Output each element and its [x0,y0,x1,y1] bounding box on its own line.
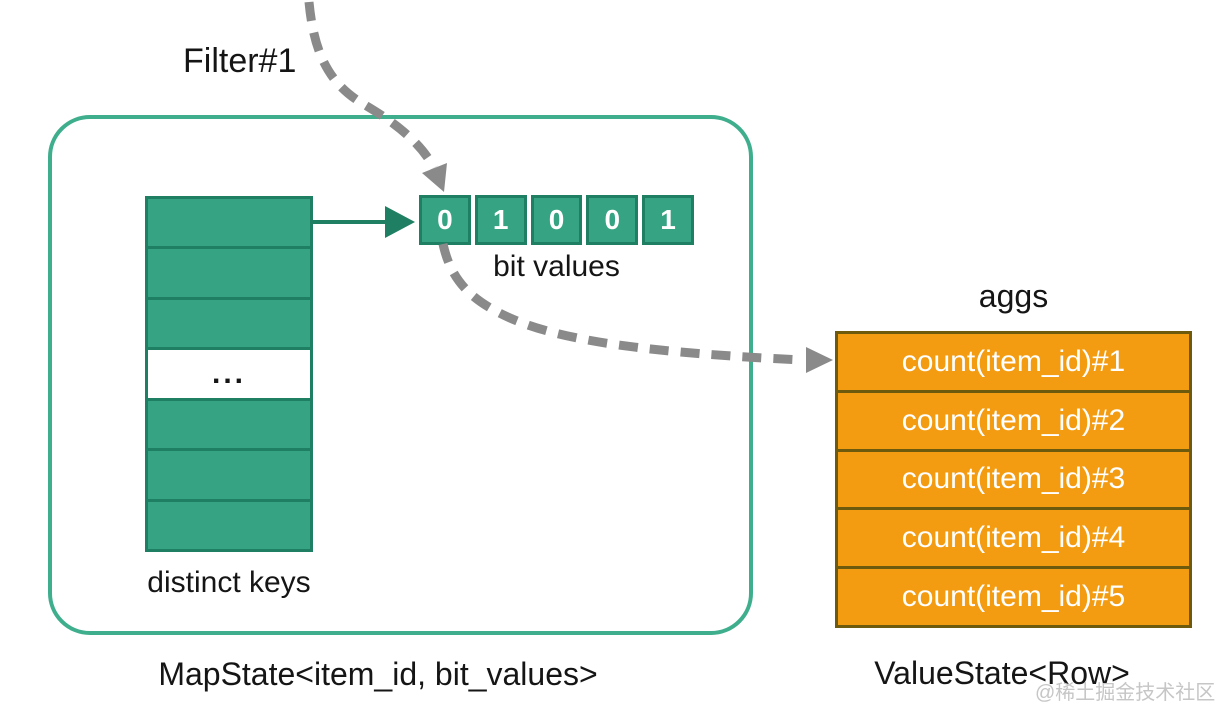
watermark: @稀土掘金技术社区 [1035,682,1216,704]
bit-cell: 1 [642,195,694,245]
key-row-ellipsis: ... [145,347,313,401]
mapstate-caption: MapState<item_id, bit_values> [158,656,598,692]
aggs-label: aggs [978,278,1049,314]
filter-arrow-lower-head [806,347,833,373]
agg-row: count(item_id)#4 [835,507,1192,570]
key-row [145,196,313,250]
key-row [145,448,313,502]
key-row [145,296,313,351]
bit-cell: 0 [419,195,471,245]
bit-cell: 0 [586,195,639,245]
key-row [145,246,313,300]
agg-row: count(item_id)#5 [835,566,1192,628]
bit-values-array: 0 1 0 0 1 [419,195,694,245]
filter-label: Filter#1 [183,42,297,80]
aggs-stack: count(item_id)#1 count(item_id)#2 count(… [835,331,1192,628]
key-row [145,498,313,552]
bit-values-label: bit values [493,250,620,283]
distinct-keys-label: distinct keys [147,566,311,599]
bit-cell: 0 [530,195,583,245]
distinct-keys-stack: ... [145,196,313,552]
agg-row: count(item_id)#2 [835,389,1192,452]
agg-row: count(item_id)#3 [835,448,1192,511]
key-row [145,397,313,452]
valuestate-caption: ValueState<Row> [874,655,1130,691]
bit-cell: 1 [474,195,527,245]
agg-row: count(item_id)#1 [835,331,1192,393]
